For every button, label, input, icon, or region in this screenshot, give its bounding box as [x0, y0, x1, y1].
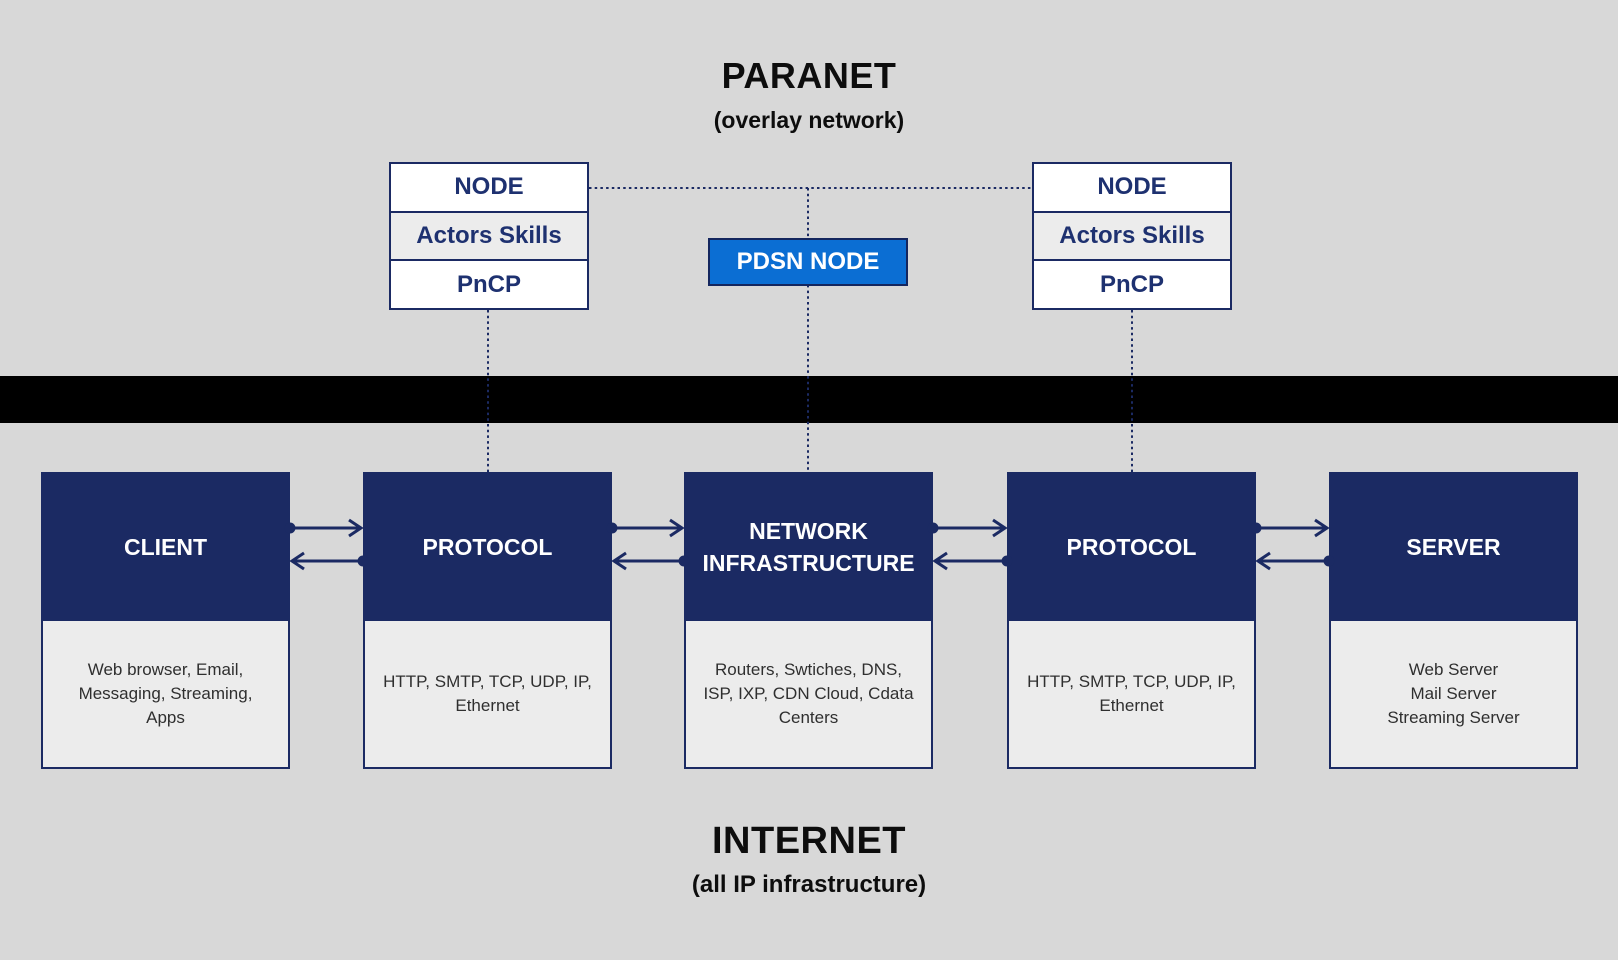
pdsn-node: PDSN NODE: [708, 238, 908, 286]
arrow-right-icon: [284, 518, 364, 538]
client-description: Web browser, Email, Messaging, Streaming…: [43, 621, 288, 767]
pdsn-node-label: PDSN NODE: [736, 248, 880, 275]
protocol-description: HTTP, SMTP, TCP, UDP, IP, Ethernet: [365, 621, 610, 767]
network-infrastructure-description: Routers, Swtiches, DNS, ISP, IXP, CDN Cl…: [686, 621, 931, 767]
pncp-label: PnCP: [391, 259, 587, 309]
protocol-title: PROTOCOL: [1009, 474, 1254, 621]
client-title: CLIENT: [43, 474, 288, 621]
actors-skills-label: Actors Skills: [1034, 210, 1230, 260]
protocol-box-right: PROTOCOL HTTP, SMTP, TCP, UDP, IP, Ether…: [1007, 472, 1256, 769]
server-box: SERVER Web Server Mail Server Streaming …: [1329, 472, 1578, 769]
overlay-node-right: NODE Actors Skills PnCP: [1032, 162, 1232, 310]
protocol-description: HTTP, SMTP, TCP, UDP, IP, Ethernet: [1009, 621, 1254, 767]
protocol-title: PROTOCOL: [365, 474, 610, 621]
arrow-right-icon: [606, 518, 685, 538]
internet-title: INTERNET: [712, 820, 906, 862]
arrow-left-icon: [611, 551, 690, 571]
server-description: Web Server Mail Server Streaming Server: [1331, 621, 1576, 767]
network-infrastructure-title: NETWORK INFRASTRUCTURE: [686, 474, 931, 621]
network-infrastructure-box: NETWORK INFRASTRUCTURE Routers, Swtiches…: [684, 472, 933, 769]
node-label: NODE: [391, 164, 587, 211]
overlay-node-left: NODE Actors Skills PnCP: [389, 162, 589, 310]
node-label: NODE: [1034, 164, 1230, 211]
protocol-box-left: PROTOCOL HTTP, SMTP, TCP, UDP, IP, Ether…: [363, 472, 612, 769]
arrow-left-icon: [932, 551, 1013, 571]
arrow-right-icon: [1250, 518, 1330, 538]
pncp-label: PnCP: [1034, 259, 1230, 309]
arrow-left-icon: [1255, 551, 1335, 571]
client-box: CLIENT Web browser, Email, Messaging, St…: [41, 472, 290, 769]
arrow-left-icon: [289, 551, 369, 571]
internet-subtitle: (all IP infrastructure): [691, 871, 927, 898]
arrow-right-icon: [927, 518, 1008, 538]
paranet-subtitle: (overlay network): [713, 107, 905, 133]
actors-skills-label: Actors Skills: [391, 210, 587, 260]
paranet-title: PARANET: [721, 55, 897, 96]
server-title: SERVER: [1331, 474, 1576, 621]
